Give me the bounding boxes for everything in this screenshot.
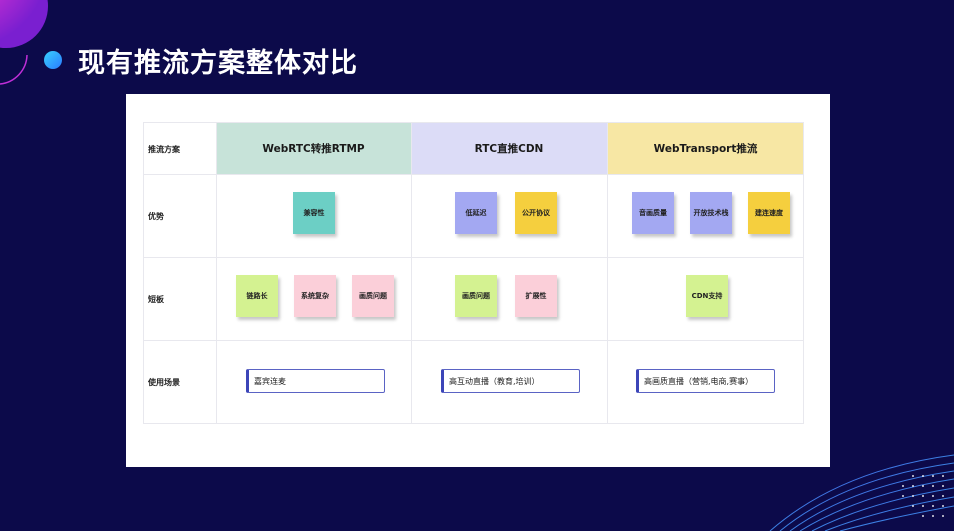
sticky-note[interactable]: 音画质量: [632, 192, 674, 234]
sticky-note[interactable]: 系统复杂: [294, 275, 336, 317]
sticky-note[interactable]: 公开协议: [515, 192, 557, 234]
grid-line: [143, 257, 804, 258]
sticky-note[interactable]: 链路长: [236, 275, 278, 317]
comparison-board: 推流方案 优势 短板 使用场景 WebRTC转推RTMP RTC直推CDN We…: [126, 94, 830, 467]
sticky-note[interactable]: 低延迟: [455, 192, 497, 234]
corner-arc: [0, 54, 28, 85]
comparison-table: 推流方案 优势 短板 使用场景 WebRTC转推RTMP RTC直推CDN We…: [143, 122, 804, 424]
row-label-scheme: 推流方案: [148, 145, 180, 154]
corner-dot-grid: [902, 475, 944, 517]
scenario-box[interactable]: 高互动直播（教育,培训）: [441, 369, 580, 393]
title-bullet-icon: [44, 51, 62, 69]
column-header-webrtc: WebRTC转推RTMP: [262, 142, 365, 155]
sticky-note[interactable]: 画质问题: [455, 275, 497, 317]
corner-glow-circle: [0, 0, 48, 48]
column-header-rtc: RTC直推CDN: [474, 142, 544, 155]
sticky-note[interactable]: 兼容性: [293, 192, 335, 234]
grid-line: [143, 340, 804, 341]
header-cell-webtransport: [607, 122, 804, 174]
row-label-disadvantages: 短板: [148, 295, 164, 304]
header-cell-rtc: [411, 122, 607, 174]
sticky-note[interactable]: 开放技术栈: [690, 192, 732, 234]
column-header-webtransport: WebTransport推流: [653, 142, 758, 155]
grid-line: [607, 122, 608, 424]
grid-line: [143, 174, 804, 175]
scenario-box[interactable]: 嘉宾连麦: [246, 369, 385, 393]
sticky-note[interactable]: 扩展性: [515, 275, 557, 317]
header-cell-webrtc: [216, 122, 411, 174]
row-label-advantages: 优势: [148, 212, 164, 221]
grid-line: [143, 423, 804, 424]
grid-line: [803, 122, 804, 424]
sticky-note[interactable]: CDN支持: [686, 275, 728, 317]
grid-line: [411, 122, 412, 424]
grid-line: [143, 122, 144, 424]
sticky-note[interactable]: 建连速度: [748, 192, 790, 234]
grid-line: [216, 122, 217, 424]
row-label-scenarios: 使用场景: [148, 378, 180, 387]
sticky-note[interactable]: 画质问题: [352, 275, 394, 317]
grid-line: [143, 122, 804, 123]
page-title: 现有推流方案整体对比: [78, 47, 358, 79]
scenario-box[interactable]: 高画质直播（营销,电商,赛事）: [636, 369, 775, 393]
corner-wave-lines: [769, 454, 954, 531]
slide-title: 现有推流方案整体对比: [44, 40, 358, 80]
